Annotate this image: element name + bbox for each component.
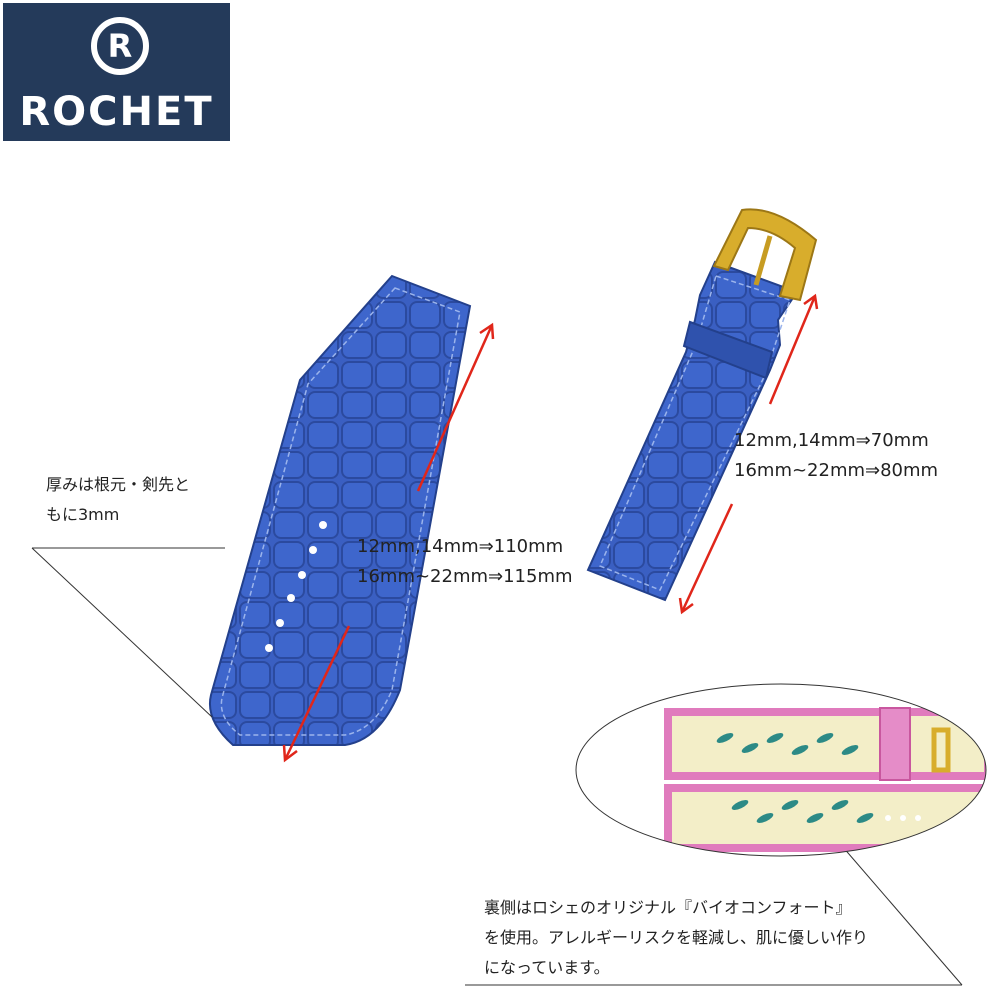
short-strap-length-line2: 16mm~22mm⇒80mm: [734, 460, 939, 481]
long-strap-length-line2: 16mm~22mm⇒115mm: [357, 566, 573, 587]
lining-note-line2: を使用。アレルギーリスクを軽減し、肌に優しい作り: [484, 928, 869, 947]
strap-keeper: [682, 320, 774, 380]
long-strap-length: 12mm,14mm⇒110mm 16mm~22mm⇒115mm: [357, 532, 573, 592]
short-strap-length: 12mm,14mm⇒70mm 16mm~22mm⇒80mm: [734, 426, 938, 486]
buckle-strap: [586, 260, 799, 602]
lining-note: 裏側はロシェのオリジナル『バイオコンフォート』 を使用。アレルギーリスクを軽減し…: [484, 893, 868, 983]
thickness-note-line2: もに3mm: [46, 505, 120, 524]
long-strap-length-line1: 12mm,14mm⇒110mm: [357, 536, 564, 557]
lining-note-line1: 裏側はロシェのオリジナル『バイオコンフォート』: [484, 898, 852, 917]
length-arrows: [282, 293, 819, 763]
lining-note-line3: になっています。: [484, 958, 610, 977]
registered-mark-icon: R: [91, 17, 149, 75]
brand-name: ROCHET: [19, 89, 214, 135]
short-strap-length-line1: 12mm,14mm⇒70mm: [734, 430, 929, 451]
long-strap: [209, 274, 472, 746]
thickness-note: 厚みは根元・剣先と もに3mm: [46, 470, 190, 530]
lining-closeup: [575, 683, 987, 857]
brand-logo: R ROCHET: [3, 3, 230, 141]
strap-holes: [265, 521, 327, 652]
callout-lines: [31, 547, 963, 986]
gold-buckle-icon: [712, 208, 818, 302]
thickness-note-line1: 厚みは根元・剣先と: [46, 475, 191, 494]
